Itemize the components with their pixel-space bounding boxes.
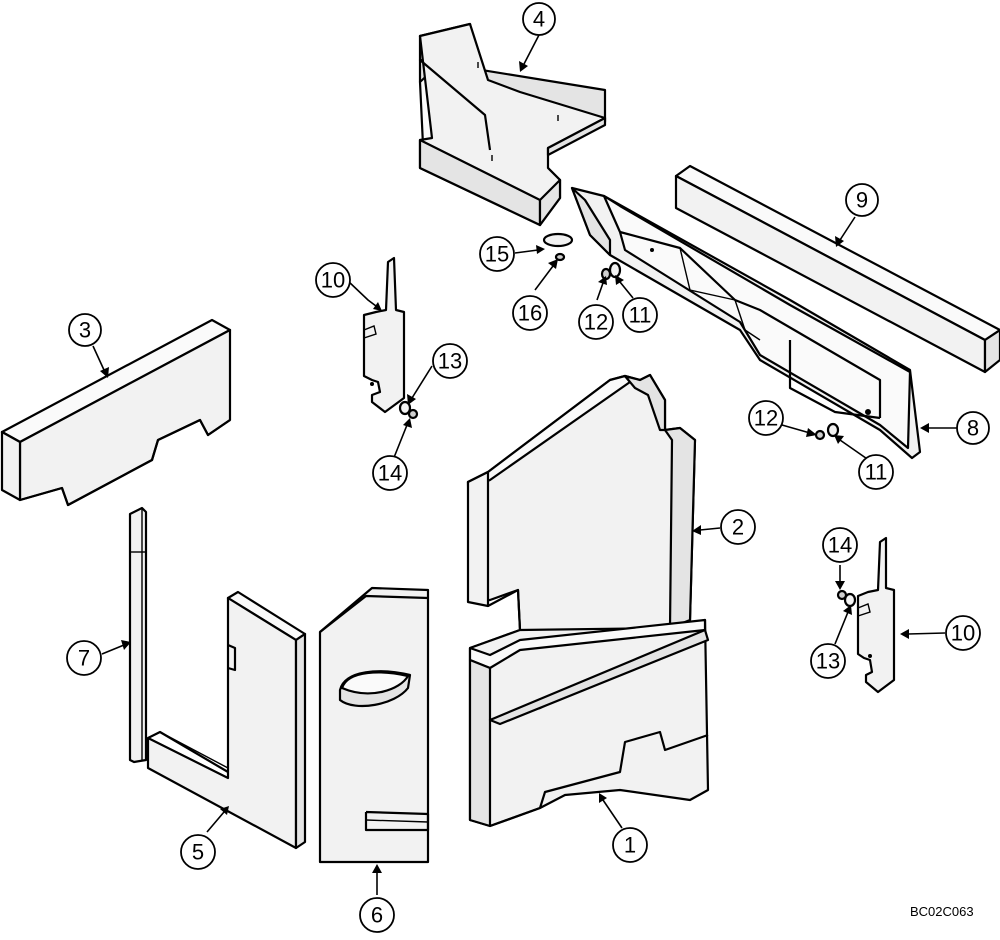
callout-11-top: 11 bbox=[622, 297, 658, 333]
callout-16: 16 bbox=[512, 295, 548, 331]
callout-2: 2 bbox=[720, 509, 756, 545]
callout-16-label: 16 bbox=[518, 301, 542, 326]
part-9-long-strip bbox=[674, 164, 1000, 374]
callout-5: 5 bbox=[180, 834, 216, 870]
callout-15: 15 bbox=[479, 236, 515, 272]
callout-12-top: 12 bbox=[578, 304, 614, 340]
leader-lines bbox=[92, 34, 957, 895]
callout-13-right-label: 13 bbox=[816, 649, 840, 674]
callout-10-right-label: 10 bbox=[951, 621, 975, 646]
callout-6: 6 bbox=[359, 897, 395, 933]
part-2-upper-panel bbox=[466, 373, 697, 690]
callout-14-left-label: 14 bbox=[378, 461, 402, 486]
washer-15 bbox=[542, 232, 574, 248]
callout-5-label: 5 bbox=[192, 840, 204, 865]
callout-11-right-label: 11 bbox=[865, 460, 888, 485]
drawing-code: BC02C063 bbox=[910, 904, 974, 919]
part-8-panel bbox=[570, 186, 922, 460]
nut-16 bbox=[554, 252, 566, 262]
hardware-13-14-right bbox=[836, 589, 857, 608]
callout-9: 9 bbox=[845, 183, 879, 217]
part-10-bracket-right bbox=[856, 536, 896, 694]
callout-10-right: 10 bbox=[945, 615, 981, 651]
callout-13-right: 13 bbox=[810, 643, 846, 679]
part-5-l-panel bbox=[146, 590, 307, 850]
part-7-thin-strip bbox=[128, 506, 148, 764]
callout-1-label: 1 bbox=[624, 833, 636, 858]
callout-10-left-label: 10 bbox=[321, 268, 345, 293]
callout-12-right: 12 bbox=[748, 400, 784, 436]
callout-4-label: 4 bbox=[533, 7, 545, 32]
callout-6-label: 6 bbox=[371, 903, 383, 928]
callout-13-left: 13 bbox=[432, 343, 468, 379]
part-4-top-foam bbox=[418, 22, 607, 227]
callout-9-label: 9 bbox=[856, 188, 868, 213]
hardware-11-12-top bbox=[600, 261, 622, 281]
callout-8: 8 bbox=[956, 411, 990, 445]
callout-14-right: 14 bbox=[822, 527, 858, 563]
callout-14-right-label: 14 bbox=[828, 533, 852, 558]
callout-4: 4 bbox=[522, 2, 556, 36]
part-6-plate bbox=[318, 586, 430, 864]
callout-13-left-label: 13 bbox=[438, 349, 462, 374]
callout-11-right: 11 bbox=[858, 454, 894, 490]
callout-8-label: 8 bbox=[967, 416, 979, 441]
callout-1: 1 bbox=[612, 827, 648, 863]
callout-15-label: 15 bbox=[485, 242, 509, 267]
callout-7-label: 7 bbox=[78, 646, 90, 671]
callout-14-left: 14 bbox=[372, 455, 408, 491]
callout-7: 7 bbox=[66, 640, 102, 676]
part-10-bracket-left bbox=[362, 256, 406, 414]
hardware-11-12-right bbox=[814, 422, 840, 441]
callout-2-label: 2 bbox=[732, 515, 744, 540]
callout-3-label: 3 bbox=[79, 318, 91, 343]
callout-12-top-label: 12 bbox=[584, 310, 608, 335]
callout-10-left: 10 bbox=[315, 262, 351, 298]
callout-12-right-label: 12 bbox=[754, 406, 778, 431]
hardware-13-14-left bbox=[398, 400, 419, 420]
part-3-left-block bbox=[0, 318, 232, 507]
part-1-lower-block bbox=[468, 618, 710, 828]
callout-3: 3 bbox=[68, 313, 102, 347]
callout-11-top-label: 11 bbox=[629, 303, 652, 328]
